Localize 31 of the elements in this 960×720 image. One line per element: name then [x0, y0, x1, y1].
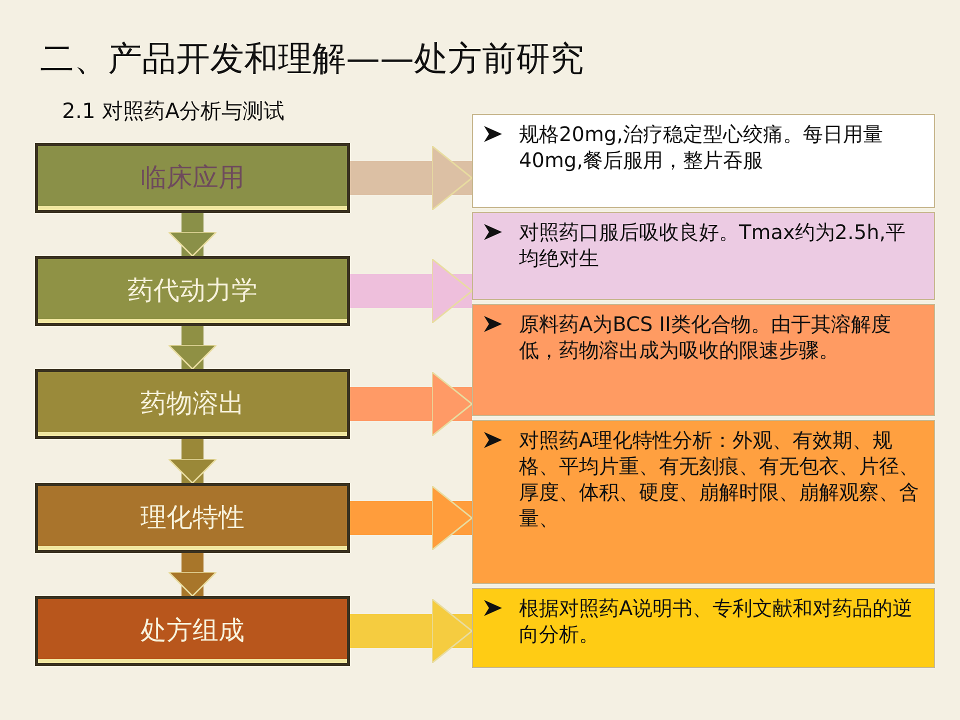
block-arrow — [168, 439, 218, 484]
note-text: 对照药口服后吸收良好。Tmax约为2.5h,平均绝对生 — [519, 219, 907, 271]
step-box — [35, 483, 350, 553]
step-box — [35, 256, 350, 326]
note-box — [472, 420, 935, 584]
note-box — [472, 304, 935, 416]
note-box — [472, 114, 935, 208]
block-arrow — [350, 485, 473, 551]
block-arrow — [350, 371, 473, 437]
step-label: 药代动力学 — [128, 274, 258, 308]
block-arrow — [168, 553, 218, 597]
slide-title: 二、产品开发和理解——处方前研究 — [40, 38, 584, 80]
note-text: 对照药A理化特性分析：外观、有效期、规格、平均片重、有无刻痕、有无包衣、片径、厚度、体积、硬度、崩解时限、崩解观察、含量、 — [519, 427, 920, 531]
block-arrow — [350, 258, 473, 324]
step-box — [35, 369, 350, 439]
block-arrow — [168, 213, 218, 257]
note-box — [472, 212, 935, 300]
subtitle: 2.1 对照药A分析与测试 — [62, 98, 284, 124]
note-text: 规格20mg,治疗稳定型心绞痛。每日用量40mg,餐后服用，整片吞服 — [519, 121, 884, 173]
note-text: 原料药A为BCS II类化合物。由于其溶解度低，药物溶出成为吸收的限速步骤。 — [519, 311, 892, 363]
note-box — [472, 588, 935, 668]
step-label: 临床应用 — [140, 162, 244, 194]
step-label: 处方组成 — [140, 614, 244, 648]
step-label: 药物溶出 — [140, 388, 244, 420]
step-box — [35, 596, 350, 666]
block-arrow — [350, 145, 473, 211]
block-arrow — [350, 598, 473, 664]
step-label: 理化特性 — [140, 502, 244, 534]
step-box — [35, 143, 350, 213]
note-text: 根据对照药A说明书、专利文献和对药品的逆向分析。 — [519, 595, 914, 647]
block-arrow — [168, 326, 218, 370]
